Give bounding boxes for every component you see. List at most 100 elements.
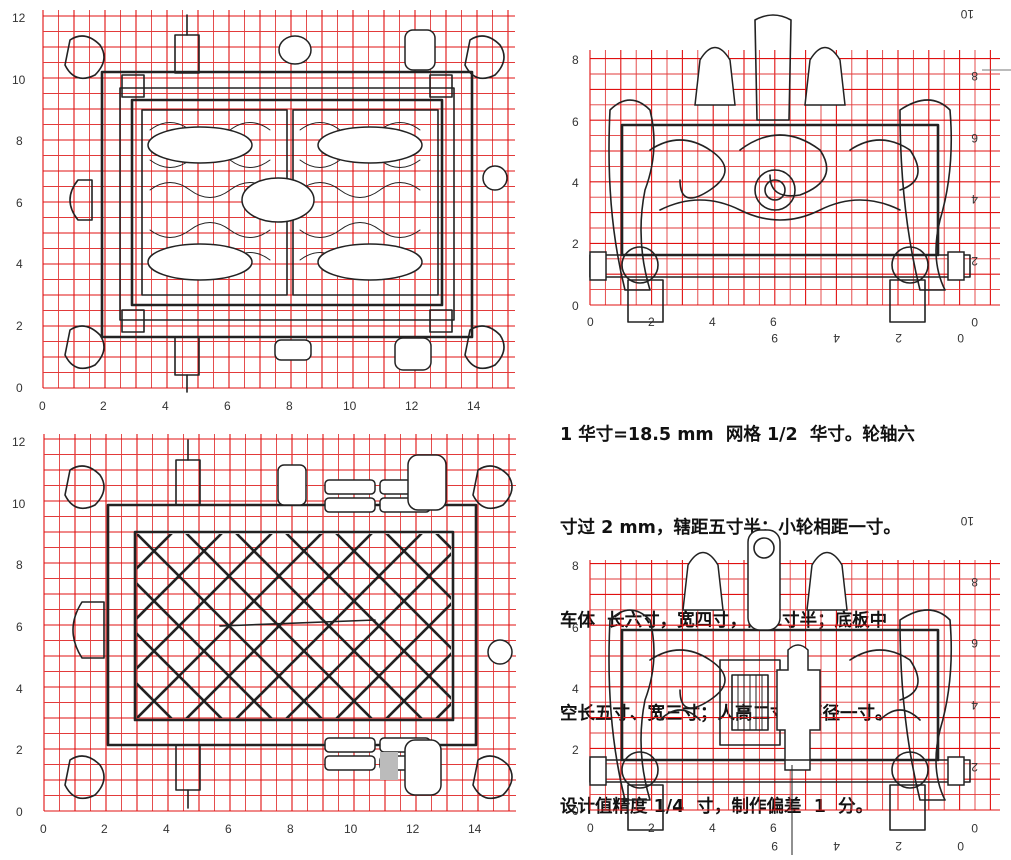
y-tick-label-mirrored: 8 bbox=[971, 575, 978, 589]
y-tick-label: 0 bbox=[16, 805, 23, 819]
y-tick-label: 0 bbox=[572, 299, 579, 313]
x-tick-label-mirrored: 9 bbox=[771, 331, 778, 345]
lattice-bar bbox=[385, 652, 451, 718]
x-tick-label: 4 bbox=[709, 315, 716, 329]
y-tick-label: 10 bbox=[12, 73, 26, 87]
y-tick-label: 6 bbox=[572, 115, 579, 129]
spec-line: 1 华寸=18.5 mm 网格 1/2 华寸。轮轴六 bbox=[560, 425, 915, 445]
x-tick-label: 4 bbox=[163, 822, 170, 836]
lattice-bar bbox=[137, 534, 273, 670]
lattice-bar bbox=[185, 534, 373, 718]
lattice-bar bbox=[137, 682, 173, 718]
lattice-bar bbox=[535, 532, 540, 720]
side-view-panel-bottom: 0 2 4 6 8 0 2 4 6 9 4 2 0 0 2 4 6 8 10 bbox=[572, 514, 1000, 855]
top-view-panel: 0 2 4 6 8 10 12 0 2 4 6 8 10 12 14 bbox=[12, 10, 515, 413]
side-view-panel-top: 0 2 4 6 8 0 2 4 6 9 4 2 0 0 2 4 6 8 10 bbox=[572, 7, 1011, 345]
x-axis-labels: 0 2 4 6 bbox=[587, 315, 777, 329]
y-tick-label-mirrored: 0 bbox=[971, 821, 978, 835]
lattice-bar bbox=[435, 702, 451, 718]
x-tick-label: 2 bbox=[101, 822, 108, 836]
y-tick-label-mirrored: 8 bbox=[971, 69, 978, 83]
y-tick-label-mirrored: 10 bbox=[960, 514, 974, 528]
y-tick-label-mirrored: 0 bbox=[971, 315, 978, 329]
y-tick-label: 6 bbox=[16, 196, 23, 210]
y-tick-label: 2 bbox=[572, 743, 579, 757]
y-tick-label: 12 bbox=[12, 11, 26, 25]
x-tick-label: 4 bbox=[709, 821, 716, 835]
x-tick-label-mirrored: 0 bbox=[957, 331, 964, 345]
x-tick-label: 2 bbox=[100, 399, 107, 413]
lattice-bar bbox=[137, 632, 223, 718]
y-tick-label: 8 bbox=[16, 558, 23, 572]
y-tick-label: 0 bbox=[16, 381, 23, 395]
lattice-bar bbox=[335, 602, 451, 718]
x-tick-label-mirrored: 2 bbox=[895, 839, 902, 853]
x-tick-label: 4 bbox=[162, 399, 169, 413]
y-tick-label-mirrored: 2 bbox=[971, 254, 978, 268]
cart-side-drawing bbox=[589, 14, 971, 323]
y-axis-labels: 0 2 4 6 8 10 12 bbox=[12, 11, 26, 395]
lattice-bar bbox=[235, 534, 423, 718]
bottom-view-panel: 0 2 4 6 8 10 12 0 2 4 6 8 10 12 14 bbox=[12, 434, 540, 836]
y-tick-label: 4 bbox=[572, 682, 579, 696]
mirrored-x-axis-labels: 9 4 2 0 bbox=[771, 839, 964, 853]
mirrored-y-axis-labels: 0 2 4 6 8 10 bbox=[960, 7, 978, 329]
lattice-bar bbox=[137, 534, 223, 620]
x-tick-label-mirrored: 4 bbox=[833, 331, 840, 345]
y-tick-label: 4 bbox=[572, 176, 579, 190]
lattice-bar bbox=[137, 534, 173, 570]
x-tick-label: 6 bbox=[770, 315, 777, 329]
y-tick-label-mirrored: 6 bbox=[971, 636, 978, 650]
y-axis-labels: 0 2 4 6 8 bbox=[572, 559, 579, 818]
y-axis-labels: 0 2 4 6 8 10 12 bbox=[12, 435, 26, 819]
y-tick-label: 6 bbox=[572, 621, 579, 635]
x-tick-label: 6 bbox=[225, 822, 232, 836]
x-tick-label: 2 bbox=[648, 821, 655, 835]
x-tick-label-mirrored: 4 bbox=[833, 839, 840, 853]
cart-top-drawing bbox=[64, 14, 508, 393]
y-tick-label: 4 bbox=[16, 257, 23, 271]
lattice-bar bbox=[285, 552, 451, 718]
cart-side-drawing-with-figures bbox=[589, 529, 971, 855]
y-tick-label: 8 bbox=[572, 53, 579, 67]
y-tick-label: 2 bbox=[572, 237, 579, 251]
x-tick-label: 6 bbox=[224, 399, 231, 413]
x-axis-labels: 0 2 4 6 bbox=[587, 821, 777, 835]
cart-bottom-drawing bbox=[64, 439, 540, 809]
y-tick-label-mirrored: 10 bbox=[960, 7, 974, 21]
lattice-bar bbox=[535, 532, 540, 720]
y-tick-label-mirrored: 6 bbox=[971, 131, 978, 145]
x-tick-label: 8 bbox=[286, 399, 293, 413]
x-tick-label: 12 bbox=[405, 399, 419, 413]
y-tick-label-mirrored: 4 bbox=[971, 698, 978, 712]
x-tick-label: 8 bbox=[287, 822, 294, 836]
y-tick-label: 0 bbox=[572, 804, 579, 818]
x-axis-labels: 0 2 4 6 8 10 12 14 bbox=[40, 822, 482, 836]
x-tick-label: 0 bbox=[587, 821, 594, 835]
x-tick-label-mirrored: 2 bbox=[895, 331, 902, 345]
y-tick-label: 2 bbox=[16, 743, 23, 757]
x-tick-label: 0 bbox=[587, 315, 594, 329]
x-tick-label: 14 bbox=[467, 399, 481, 413]
y-tick-label: 10 bbox=[12, 497, 26, 511]
y-tick-label: 12 bbox=[12, 435, 26, 449]
y-tick-label: 8 bbox=[16, 134, 23, 148]
x-axis-labels: 0 2 4 6 8 10 12 14 bbox=[39, 399, 481, 413]
x-tick-label: 14 bbox=[468, 822, 482, 836]
y-tick-label: 8 bbox=[572, 559, 579, 573]
x-tick-label: 12 bbox=[406, 822, 420, 836]
x-tick-label-mirrored: 0 bbox=[957, 839, 964, 853]
lattice-bar bbox=[435, 534, 451, 550]
x-tick-label: 6 bbox=[770, 821, 777, 835]
x-tick-label: 0 bbox=[39, 399, 46, 413]
y-tick-label-mirrored: 4 bbox=[971, 192, 978, 206]
mirrored-x-axis-labels: 9 4 2 0 bbox=[771, 331, 964, 345]
y-tick-label-mirrored: 2 bbox=[971, 760, 978, 774]
lattice-bar bbox=[385, 534, 451, 600]
y-tick-label: 2 bbox=[16, 319, 23, 333]
mirrored-y-axis-labels: 0 2 4 6 8 10 bbox=[960, 514, 978, 835]
x-tick-label: 10 bbox=[343, 399, 357, 413]
y-axis-labels: 0 2 4 6 8 bbox=[572, 53, 579, 313]
y-tick-label: 4 bbox=[16, 682, 23, 696]
y-tick-label: 6 bbox=[16, 620, 23, 634]
